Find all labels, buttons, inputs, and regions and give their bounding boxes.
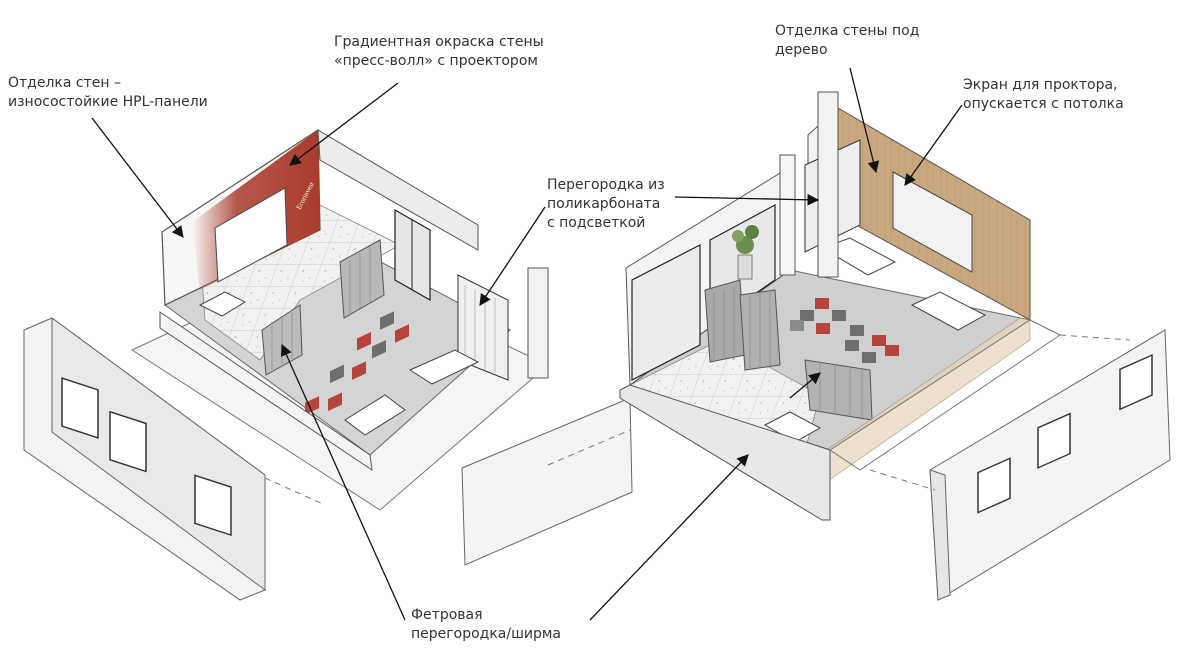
right-room-table-right xyxy=(910,291,987,331)
right-projector-screen xyxy=(892,171,973,273)
left-projector-screen xyxy=(214,187,288,283)
callout-projector-screen: Экран для проктора, опускается с потолка xyxy=(963,77,1124,112)
left-exploded-wall xyxy=(23,317,266,601)
construction-lines xyxy=(264,334,1131,506)
right-room-column-left xyxy=(817,91,839,278)
left-room-table xyxy=(344,394,406,436)
right-room-table-back xyxy=(820,237,897,276)
left-room: Ecorinvest xyxy=(130,128,549,511)
left-room-chairs xyxy=(305,311,409,415)
left-room-column xyxy=(527,267,549,379)
left-room-side-wall xyxy=(317,129,479,251)
right-room-slab xyxy=(619,384,831,521)
callout-felt-partition: Фетровая перегородка/ширма xyxy=(411,607,562,642)
left-room-front-wall xyxy=(159,311,373,472)
right-room xyxy=(619,91,1061,521)
leader-lines xyxy=(91,67,963,621)
middle-exploded-wall xyxy=(461,397,633,566)
right-room-left-glazing xyxy=(631,244,701,381)
callout-gradient-paint: Градиентная окраска стены «пресс-волл» с… xyxy=(334,34,544,69)
callout-wall-finish-hpl: Отделка стен – износостойкие HPL-панели xyxy=(8,75,208,110)
left-polycarbonate-partition xyxy=(457,274,509,381)
callout-polycarbonate-partition: Перегородка из поликарбоната с подсветко… xyxy=(547,177,665,231)
plant-icon xyxy=(732,225,759,280)
left-room-bench xyxy=(408,349,480,385)
callout-wood-finish: Отделка стены под дерево xyxy=(775,23,920,58)
right-exploded-wall xyxy=(929,329,1171,601)
left-room-desk xyxy=(198,291,247,317)
right-felt-partition-left xyxy=(704,279,746,363)
right-room-chairs xyxy=(790,298,899,363)
left-felt-partition-back xyxy=(339,239,385,319)
